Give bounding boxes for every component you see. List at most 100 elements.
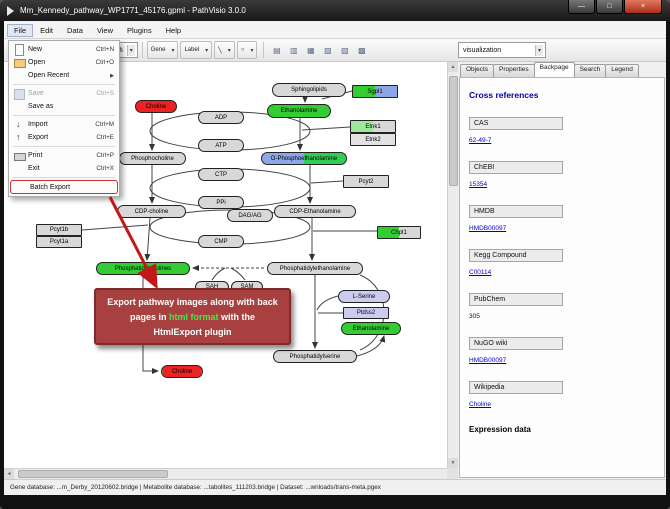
menu-view[interactable]: View [96, 25, 113, 35]
vertical-scrollbar[interactable]: ▲ ▼ [447, 62, 458, 468]
tab-backpage[interactable]: Backpage [533, 62, 575, 77]
tab-objects[interactable]: Objects [460, 64, 495, 77]
backpage-link-wikipedia[interactable]: Choline [469, 401, 492, 408]
pathway-node-phosphatidylcholines-20[interactable]: Phosphatidylcholines [96, 262, 190, 275]
pathway-node-dag-ag-14[interactable]: DAG/AG [227, 209, 273, 222]
menu-item-icon-spacer [13, 163, 26, 175]
pathway-node-choline-2[interactable]: Choline [135, 100, 177, 113]
maximize-button[interactable]: □ [596, 0, 623, 14]
menu-plugins[interactable]: Plugins [127, 25, 152, 35]
titlebar[interactable]: Mm_Kennedy_pathway_WP1771_45176.gpml - P… [0, 0, 670, 21]
tab-search[interactable]: Search [573, 64, 607, 77]
vertical-scroll-thumb[interactable] [449, 76, 458, 186]
horizontal-scroll-thumb[interactable] [18, 470, 168, 478]
pathway-node-chpt1-16[interactable]: Chpt1 [377, 226, 421, 239]
align-left-button[interactable]: ▦ [307, 45, 315, 55]
menu-data[interactable]: Data [67, 25, 83, 35]
scroll-up-icon[interactable]: ▲ [448, 62, 458, 72]
node-label: Chpt1 [390, 229, 407, 236]
align-vertical-button[interactable]: ▥ [290, 45, 298, 55]
backpage-link-nugo-wiki[interactable]: HMDB00097 [469, 357, 507, 364]
pathway-node-cdp-ethanolamine-15[interactable]: CDP-Ethanolamine [274, 205, 356, 218]
pathway-node-cmp-18[interactable]: CMP [198, 235, 244, 248]
selection-handle[interactable] [201, 366, 202, 367]
file-menu-item-batch-export[interactable]: Batch Export [10, 180, 118, 194]
menu-edit[interactable]: Edit [40, 25, 54, 35]
menu-item-label: Save [28, 90, 44, 97]
pathway-node-sgpl1-1[interactable]: Sgpl1 [352, 85, 398, 98]
pathway-node-atp-7[interactable]: ATP [198, 139, 244, 152]
gene-node-tool[interactable]: Gene ▾ [146, 41, 179, 59]
selection-handle[interactable] [162, 370, 163, 375]
same-height-button[interactable]: ▩ [358, 45, 366, 55]
selection-handle[interactable] [162, 366, 163, 367]
open-folder-icon [13, 57, 26, 69]
horizontal-scrollbar[interactable]: ◄ [4, 468, 447, 479]
pathway-node-pcyt2-11[interactable]: Pcyt2 [343, 175, 389, 188]
line-tool[interactable]: ╲ ▾ [214, 41, 235, 59]
scroll-left-icon[interactable]: ◄ [4, 469, 14, 479]
tab-legend[interactable]: Legend [605, 64, 639, 77]
pathway-node-phosphocholine-8[interactable]: Phosphocholine [119, 152, 186, 165]
minimize-button[interactable]: — [568, 0, 595, 14]
gene-tool-label: Gene [150, 47, 166, 53]
pathway-node-etnk1-5[interactable]: Etnk1 [350, 120, 396, 133]
annotation-callout: Export pathway images along with back pa… [94, 288, 291, 345]
pathway-node-phosphatidylethanolamine-21[interactable]: Phosphatidylethanolamine [267, 262, 363, 275]
chevron-down-icon: ▾ [205, 47, 209, 54]
close-button[interactable]: × [624, 0, 662, 14]
pathway-node-pcyt1a-19[interactable]: Pcyt1a [36, 236, 82, 248]
pathway-node-cdp-choline-13[interactable]: CDP-choline [117, 205, 186, 218]
pathway-node-ethanolamine-26[interactable]: Ethanolamine [341, 322, 401, 335]
tab-properties[interactable]: Properties [493, 64, 535, 77]
pathway-node-ptdss2-25[interactable]: Ptdss2 [343, 307, 389, 319]
pathway-node-adp-4[interactable]: ADP [198, 111, 244, 124]
menu-item-shortcut: Ctrl+E [96, 134, 114, 141]
annotation-text: pages in [129, 312, 169, 322]
pathway-node-o-phosphoethanolamine-9[interactable]: O-Phosphoethanolamine [261, 152, 347, 165]
backpage-link-hmdb[interactable]: HMDB00097 [469, 225, 507, 232]
label-tool[interactable]: Label ▾ [180, 41, 213, 59]
statusbar: Gene database: ...m_Derby_20120602.bridg… [4, 479, 666, 495]
pathway-node-pcyt1b-17[interactable]: Pcyt1b [36, 224, 82, 236]
same-width-button[interactable]: ▨ [341, 45, 349, 55]
toolbar-separator [263, 42, 265, 58]
scroll-down-icon[interactable]: ▼ [448, 458, 458, 468]
node-label: ADP [214, 114, 228, 121]
shape-tool[interactable]: ○ ▾ [236, 41, 258, 59]
backpage-link-cas[interactable]: 62-49-7 [469, 137, 492, 144]
pathway-node-ethanolamine-3[interactable]: Ethanolamine [267, 104, 331, 118]
visualization-combobox[interactable]: visualization ▾ [458, 42, 546, 58]
menu-file[interactable]: File [7, 23, 34, 37]
align-horizontal-button[interactable]: ▤ [273, 45, 281, 55]
menu-item-label: New [28, 46, 43, 53]
file-menu-item-save-as[interactable]: Save as [9, 100, 119, 113]
selection-handle[interactable] [201, 370, 202, 375]
backpage-link-kegg-compound[interactable]: C00114 [469, 269, 492, 276]
pathway-node-phosphatidylserine-27[interactable]: Phosphatidylserine [273, 350, 357, 363]
pathway-node-l-serine-24[interactable]: L-Serine [338, 290, 390, 303]
backpage-link-chebi[interactable]: 15354 [469, 181, 488, 188]
align-right-button[interactable]: ▧ [324, 45, 332, 55]
node-label: PPi [216, 199, 226, 206]
selection-handle[interactable] [201, 376, 202, 377]
pathway-node-ppi-12[interactable]: PPi [198, 196, 244, 209]
pathway-node-ctp-10[interactable]: CTP [198, 168, 244, 181]
selection-handle[interactable] [162, 376, 163, 377]
pathway-node-choline-28[interactable]: Choline [161, 365, 203, 378]
file-menu-item-open-recent[interactable]: Open Recent▶ [9, 69, 119, 82]
menu-help[interactable]: Help [165, 25, 182, 35]
pathway-node-etnk2-6[interactable]: Etnk2 [350, 133, 396, 146]
annotation-line-3: HtmlExport plugin [96, 325, 289, 340]
pathway-node-sphingolipids-0[interactable]: Sphingolipids [272, 83, 346, 97]
